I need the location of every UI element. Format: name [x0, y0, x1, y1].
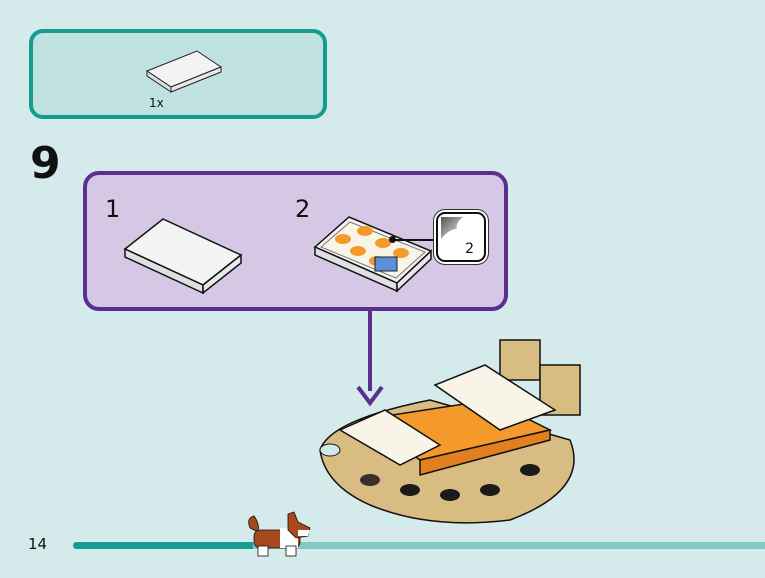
parts-list-box: 1x [29, 29, 327, 119]
page-number: 14 [28, 535, 48, 553]
callout-line [392, 239, 437, 241]
step-number: 9 [30, 138, 61, 189]
substep-1-label: 1 [105, 195, 121, 223]
sticker-callout: 2 [436, 212, 486, 262]
progress-fill [73, 542, 253, 549]
sticker-peel-icon [441, 217, 463, 239]
progress-bar [73, 542, 765, 549]
sticker-number: 2 [465, 241, 474, 257]
printed-tile-icon [313, 216, 433, 293]
dog-mascot-icon [248, 511, 311, 557]
placement-arrow [368, 311, 372, 391]
model-assembly-illustration [319, 339, 581, 524]
callout-dot [389, 236, 396, 243]
white-tile-icon [123, 218, 243, 295]
substep-box: 1 2 2 [83, 171, 508, 311]
part-quantity: 1x [149, 96, 164, 110]
arrow-head-icon [356, 385, 384, 407]
substep-2-label: 2 [295, 195, 311, 223]
white-tile-icon [145, 50, 223, 93]
